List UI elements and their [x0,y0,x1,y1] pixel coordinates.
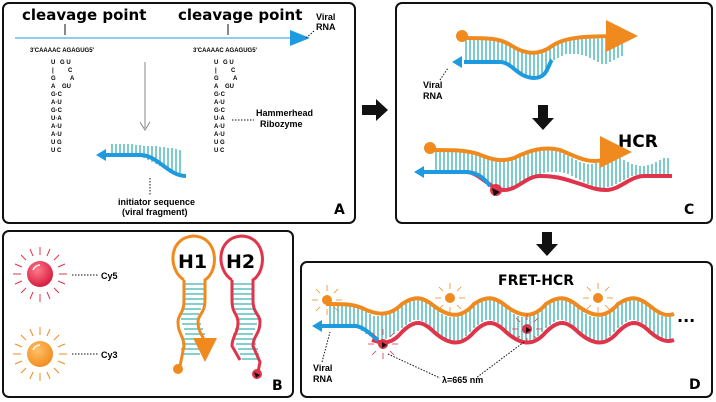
duplex-bottom [414,136,672,196]
svg-text:U: U [214,60,218,66]
svg-text:G·C: G·C [51,108,63,114]
svg-text:A: A [233,76,238,82]
svg-text:G U: G U [60,60,71,66]
svg-text:|: | [215,68,217,74]
svg-text:A·U: A·U [214,100,225,106]
svg-text:G·C: G·C [214,92,226,98]
arrow-c-down [532,105,554,130]
duplex-top: Viral RNA [423,20,638,101]
panel-d-letter: D [689,377,701,393]
cleavage-label-1: cleavage point [22,6,146,24]
svg-text:A: A [70,76,75,82]
svg-text:C: C [68,68,73,74]
viral-rna-label-c1: Viral [423,80,442,90]
arrow-a-to-c [362,99,388,121]
svg-text:C: C [231,68,236,74]
svg-text:|: | [52,68,54,74]
panel-c: Viral RNA HCR [395,2,713,224]
viral-rna-label-d1: Viral [313,363,332,373]
fret-hcr-title: FRET-HCR [498,273,574,289]
cy3-dye-icon [13,327,67,381]
viral-rna-arrowhead [290,30,310,46]
red-strand-d [371,321,675,345]
hcr-label: HCR [618,132,658,152]
svg-text:U C: U C [214,148,225,154]
cy5-label: Cy5 [101,271,118,281]
panel-c-letter: C [684,202,694,218]
svg-text:GU: GU [62,84,71,90]
cy5-acceptor-markers [368,314,542,359]
svg-text:U C: U C [51,148,62,154]
initiator-fragment [96,144,187,178]
svg-text:A·U: A·U [51,100,62,106]
initiator-label-1: initiator sequence [118,197,195,207]
panel-a: cleavage point cleavage point Viral RNA … [2,2,356,224]
h1-hairpin: H1 [171,234,217,374]
viral-rna-label-d2: RNA [313,374,333,384]
hammerhead-label-1: Hammerhead [256,108,313,118]
h1-label: H1 [178,251,207,273]
svg-text:G·C: G·C [214,108,226,114]
svg-text:G: G [51,76,56,82]
h2-label: H2 [226,251,255,273]
svg-text:GU: GU [225,84,234,90]
hammerhead-label-2: Ribozyme [260,119,303,129]
svg-text:U G: U G [51,140,62,146]
svg-text:A·U: A·U [51,124,62,130]
svg-text:U G: U G [214,140,225,146]
svg-text:G·C: G·C [51,92,63,98]
svg-text:A: A [51,84,56,90]
chain-ellipsis: ... [677,307,695,326]
arrow-c-to-d [536,232,558,256]
seq-top-2: 3'CAAAAC AGAGUG5' [193,48,258,54]
wavelength-label: λ=665 nm [442,375,483,385]
viral-rna-label-a2: RNA [316,22,336,32]
panel-d: FRET-HCR [300,261,713,398]
panel-b-letter: B [272,378,283,394]
svg-text:U·A: U·A [214,116,225,122]
svg-text:A·U: A·U [51,132,62,138]
svg-text:U·A: U·A [51,116,62,122]
panel-a-letter: A [334,202,345,218]
viral-rna-label-c2: RNA [423,91,443,101]
svg-text:A: A [214,84,219,90]
svg-text:A·U: A·U [214,132,225,138]
cy3-label: Cy3 [101,350,118,360]
h2-hairpin: H2 [219,234,264,379]
cy5-dye-icon [13,247,67,302]
blue-strand-d [318,324,380,342]
seq-top-1: 3'CAAAAC AGAGUG5' [30,48,95,54]
svg-text:G U: G U [223,60,234,66]
cleavage-label-2: cleavage point [178,6,302,24]
viral-rna-label-a1: Viral [316,12,335,22]
svg-text:G: G [214,76,219,82]
svg-text:A·U: A·U [214,124,225,130]
panel-b: Cy5 Cy3 [2,230,294,398]
cy3-donor-markers [312,283,613,315]
orange-strand-d [325,296,675,317]
svg-text:U: U [51,60,55,66]
fret-rungs [329,299,671,342]
initiator-label-2: (viral fragment) [122,207,188,217]
